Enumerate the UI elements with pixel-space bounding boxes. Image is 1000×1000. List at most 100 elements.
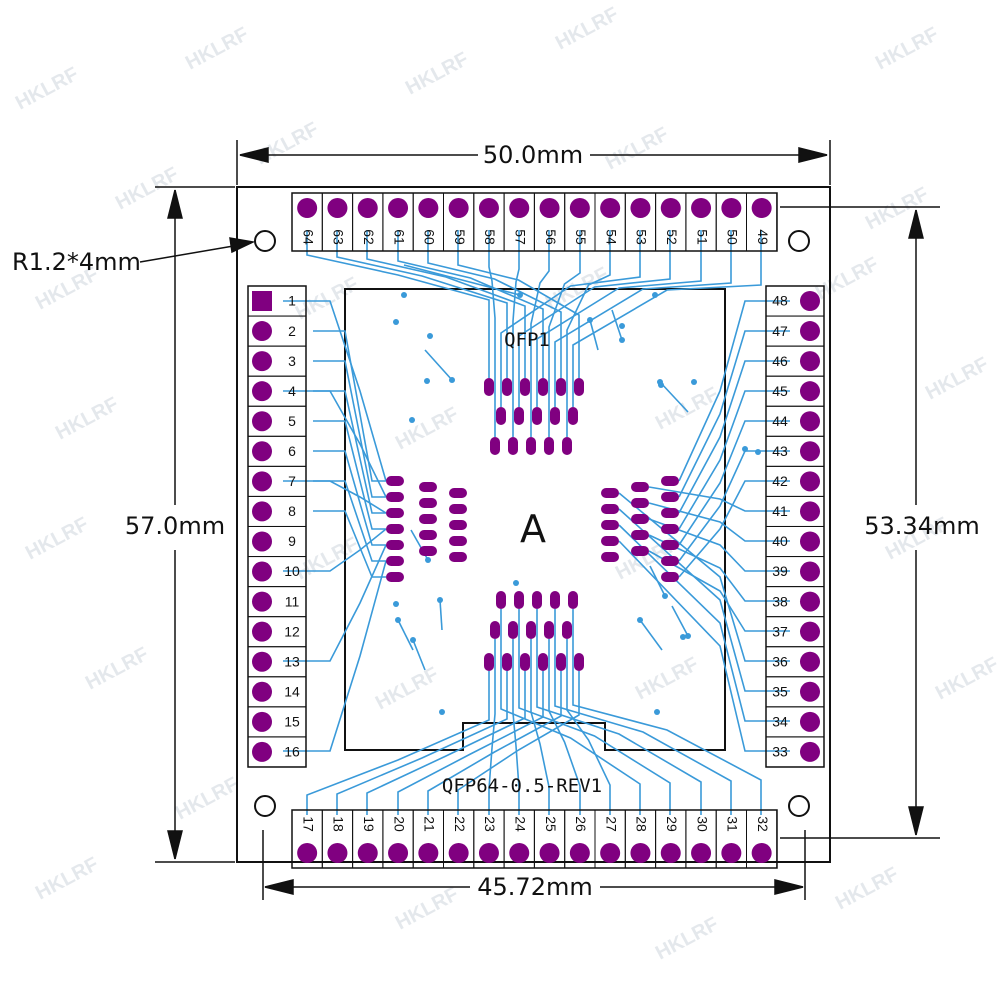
chip-pad [386, 492, 404, 502]
pin-number: 13 [284, 653, 300, 669]
header-pad[interactable] [252, 681, 272, 702]
mount-hole-bottom-right [788, 795, 810, 817]
header-pad[interactable] [800, 561, 820, 582]
header-pad[interactable] [252, 741, 272, 762]
header-pad[interactable] [800, 741, 820, 762]
header-pad[interactable] [448, 198, 469, 218]
header-pad[interactable] [800, 411, 820, 432]
header-pad[interactable] [630, 198, 651, 218]
chip-pad [496, 591, 506, 609]
header-pad[interactable] [800, 471, 820, 492]
via [517, 292, 523, 298]
header-pad[interactable] [721, 198, 742, 218]
header-pad[interactable] [252, 441, 272, 462]
chip-pad [490, 437, 500, 455]
header-pad-square[interactable] [252, 291, 272, 311]
header-pad[interactable] [600, 843, 621, 863]
header-pad[interactable] [660, 198, 681, 218]
header-pad[interactable] [509, 198, 530, 218]
pin-number: 57 [513, 229, 529, 245]
header-pad[interactable] [721, 843, 742, 863]
header-pad[interactable] [478, 198, 499, 218]
header-pad[interactable] [800, 591, 820, 612]
trace [678, 360, 790, 514]
header-pad[interactable] [800, 321, 820, 342]
via [425, 557, 431, 563]
header-pad[interactable] [569, 843, 590, 863]
chip-pad [386, 524, 404, 534]
watermark-text: HKLRF [392, 403, 462, 454]
header-pad[interactable] [297, 198, 318, 218]
trace [366, 671, 526, 815]
header-pad[interactable] [751, 198, 772, 218]
watermark-text: HKLRF [372, 663, 442, 714]
watermark-text: HKLRF [292, 533, 362, 584]
header-pad[interactable] [252, 351, 272, 372]
via [619, 323, 625, 329]
header-pad[interactable] [357, 198, 378, 218]
header-pad[interactable] [539, 198, 560, 218]
header-pad[interactable] [539, 843, 560, 863]
pin-number: 60 [422, 229, 438, 245]
header-pad[interactable] [252, 501, 272, 522]
trace [397, 619, 414, 651]
header-pad[interactable] [388, 198, 409, 218]
trace [500, 230, 641, 407]
header-pad[interactable] [630, 843, 651, 863]
header-pad[interactable] [252, 561, 272, 582]
chip-pad [386, 556, 404, 566]
header-pad[interactable] [388, 843, 409, 863]
header-pad[interactable] [252, 591, 272, 612]
header-pad[interactable] [297, 843, 318, 863]
header-pad[interactable] [252, 711, 272, 732]
header-pad[interactable] [252, 621, 272, 642]
header-pad[interactable] [691, 198, 712, 218]
header-pad[interactable] [800, 291, 820, 311]
header-pad[interactable] [327, 843, 348, 863]
header-pad[interactable] [800, 501, 820, 522]
watermark-text: HKLRF [632, 653, 702, 704]
header-pad[interactable] [800, 681, 820, 702]
board-name-label: QFP64-0.5-REV1 [442, 775, 602, 797]
header-pad[interactable] [252, 651, 272, 672]
header-pad[interactable] [660, 843, 681, 863]
header-pad[interactable] [357, 843, 378, 863]
header-pad[interactable] [327, 198, 348, 218]
via [395, 617, 401, 623]
header-pad[interactable] [252, 381, 272, 402]
header-pad[interactable] [751, 843, 772, 863]
header-pad[interactable] [569, 198, 590, 218]
header-pad[interactable] [418, 843, 439, 863]
header-pad[interactable] [252, 321, 272, 342]
chip-pad [631, 530, 649, 540]
header-pad[interactable] [509, 843, 530, 863]
pin-number: 38 [772, 593, 788, 609]
header-pad[interactable] [800, 651, 820, 672]
header-pad[interactable] [800, 351, 820, 372]
header-pad[interactable] [800, 621, 820, 642]
header-pad[interactable] [252, 471, 272, 492]
via [409, 417, 415, 423]
header-pad[interactable] [800, 381, 820, 402]
watermark-text: HKLRF [252, 118, 322, 169]
chip-pad [532, 407, 542, 425]
header-pad[interactable] [252, 531, 272, 552]
header-pad[interactable] [800, 531, 820, 552]
header-pad[interactable] [800, 441, 820, 462]
chip-pad [386, 540, 404, 550]
width-dimension-label: 50.0mm [483, 141, 583, 169]
watermark-text: HKLRF [932, 653, 1000, 704]
header-pad[interactable] [448, 843, 469, 863]
header-pad[interactable] [691, 843, 712, 863]
trace [648, 550, 790, 632]
header-pad[interactable] [600, 198, 621, 218]
chip-pad [601, 520, 619, 530]
pin-number: 46 [772, 353, 788, 369]
trace [618, 540, 790, 752]
variant-label: A [520, 507, 546, 551]
header-pad[interactable] [800, 711, 820, 732]
header-pad[interactable] [418, 198, 439, 218]
trace [678, 330, 790, 498]
header-pad[interactable] [252, 411, 272, 432]
header-pad[interactable] [478, 843, 499, 863]
